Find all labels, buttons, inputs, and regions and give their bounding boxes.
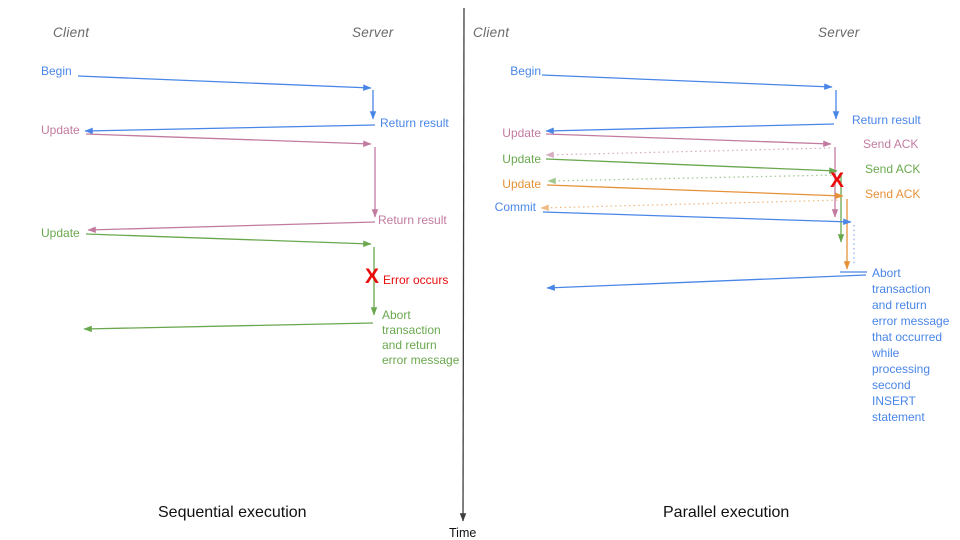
message-label: Update <box>41 123 80 137</box>
abort-label: Abort transaction and return error messa… <box>872 266 950 424</box>
message-arrow <box>545 158 838 174</box>
error-x-mark: X <box>365 265 380 288</box>
message-label: Begin <box>510 64 541 78</box>
message-arrow <box>545 123 835 135</box>
sequential-caption: Sequential execution <box>158 504 307 521</box>
message-arrow <box>546 274 867 291</box>
seq-client-header: Client <box>53 25 90 40</box>
par-server-header: Server <box>818 25 860 40</box>
message-label: Update <box>502 177 541 191</box>
message-arrow <box>77 75 372 91</box>
ack-label: Send ACK <box>865 162 921 176</box>
message-label: Commit <box>494 200 536 214</box>
error-x-mark: X <box>830 169 845 192</box>
message-label: Update <box>41 226 80 240</box>
par-client-header: Client <box>473 25 510 40</box>
message-arrow <box>87 221 376 234</box>
message-label: Return result <box>852 113 921 127</box>
message-label: Begin <box>41 64 72 78</box>
abort-label: Abort transaction and return error messa… <box>382 308 460 367</box>
message-arrow <box>459 7 467 522</box>
message-arrow <box>84 124 376 135</box>
message-arrow <box>546 184 844 199</box>
message-arrow <box>83 322 374 333</box>
message-arrow <box>542 211 852 225</box>
message-label: Return result <box>380 116 449 130</box>
message-arrow <box>545 133 832 147</box>
message-label: Update <box>502 152 541 166</box>
error-label: Error occurs <box>383 273 449 287</box>
message-arrow <box>541 74 833 90</box>
parallel-caption: Parallel execution <box>663 504 790 521</box>
seq-server-header: Server <box>352 25 394 40</box>
time-axis-label: Time <box>449 526 477 540</box>
dotted-arrow <box>545 147 831 159</box>
message-label: Update <box>502 126 541 140</box>
message-arrow <box>85 133 372 147</box>
message-arrow <box>85 233 372 247</box>
dotted-arrow <box>547 174 837 185</box>
ack-label: Send ACK <box>863 137 919 151</box>
dotted-arrow <box>540 199 843 212</box>
ack-label: Send ACK <box>865 187 921 201</box>
message-label: Return result <box>378 213 447 227</box>
